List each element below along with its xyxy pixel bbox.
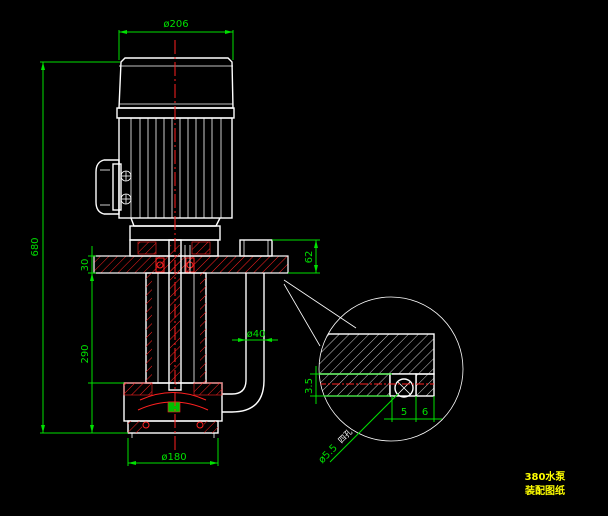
pump-base	[123, 382, 223, 438]
detail-width-b-label: 6	[422, 407, 428, 418]
detail-view	[283, 279, 464, 463]
motor	[95, 57, 235, 241]
detail-height-label: 3.5	[304, 378, 315, 394]
hole-note-label: 四孔	[336, 427, 354, 445]
flange-thickness-label: 30	[80, 259, 91, 272]
motor-diameter-label: ø206	[163, 19, 188, 30]
hole-diameter-label: ø5.5	[317, 443, 340, 466]
total-height-label: 680	[30, 237, 41, 256]
mounting-flange	[93, 239, 289, 274]
column-length-label: 290	[80, 344, 91, 363]
terminal-box	[95, 159, 132, 215]
title-line-1: 380水泵	[525, 470, 567, 483]
pipe-diameter-label: ø40	[247, 329, 266, 340]
base-diameter-label: ø180	[161, 452, 186, 463]
title-line-2: 装配图纸	[524, 484, 565, 497]
dimension-lines	[40, 30, 320, 466]
flange-height-label: 62	[304, 251, 315, 264]
discharge-pipe	[221, 273, 265, 413]
motor-cooling-fins	[130, 118, 222, 218]
detail-width-a-label: 5	[401, 407, 407, 418]
